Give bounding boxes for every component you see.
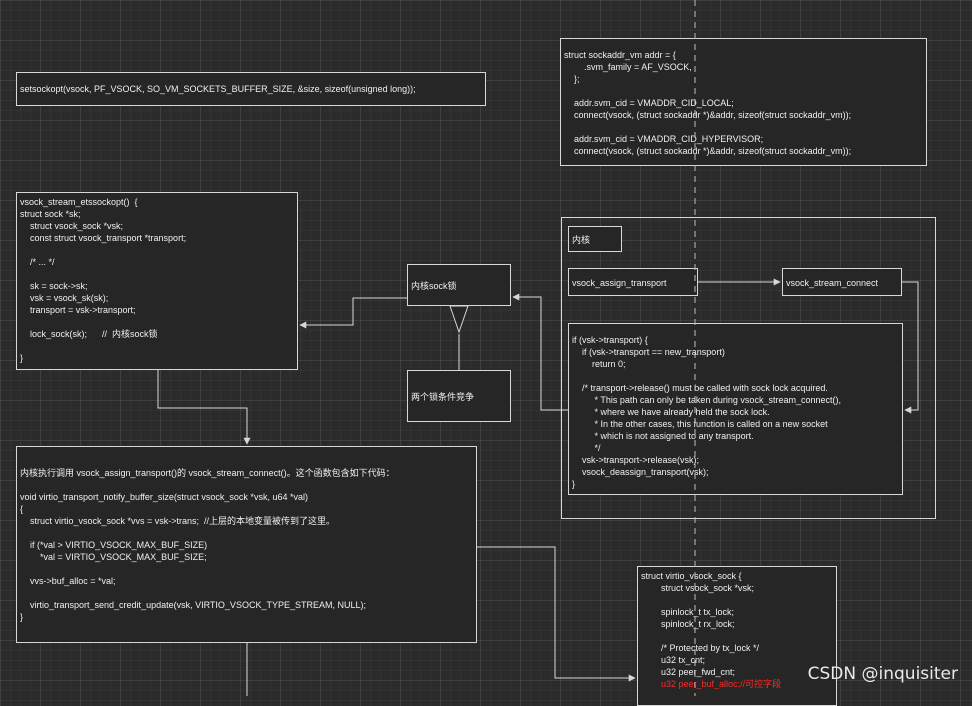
notify-line: } — [20, 612, 24, 622]
kernel-lock-line: 内核sock锁 — [411, 281, 457, 291]
transport-code-line: * which is not assigned to any transport… — [572, 431, 754, 441]
setsockopt-fn-line: } — [20, 353, 24, 363]
transport-code-line: } — [572, 479, 576, 489]
transport-code-line: * where we have already held the sock lo… — [572, 407, 770, 417]
virtio-struct-line: /* Protected by tx_lock */ — [641, 643, 760, 653]
setsockopt-line: setsockopt(vsock, PF_VSOCK, SO_VM_SOCKET… — [20, 84, 416, 94]
setsockopt-call-node[interactable]: setsockopt(vsock, PF_VSOCK, SO_VM_SOCKET… — [16, 72, 486, 106]
kernel-group-container — [561, 217, 936, 519]
notify-line: virtio_transport_send_credit_update(vsk,… — [20, 600, 366, 610]
transport-code-line: return 0; — [572, 359, 626, 369]
kernel-group-label: 内核 — [568, 226, 622, 252]
assign-line: vsock_assign_transport — [572, 278, 667, 288]
sockaddr-connect-node[interactable]: struct sockaddr_vm addr = { .svm_family … — [560, 38, 927, 166]
notify-line: void virtio_transport_notify_buffer_size… — [20, 492, 308, 502]
virtio-struct-line: struct vsock_sock *vsk; — [641, 583, 755, 593]
watermark-text: CSDN @inquisiter — [807, 664, 958, 684]
transport-release-code-node[interactable]: if (vsk->transport) { if (vsk->transport… — [568, 323, 903, 495]
setsockopt-fn-line: const struct vsock_transport *transport; — [20, 233, 187, 243]
kernel-sock-lock-node[interactable]: 内核sock锁 — [407, 264, 511, 306]
virtio-struct-line: u32 peer_buf_alloc;//可控字段 — [641, 679, 782, 689]
stream-setsockopt-node[interactable]: vsock_stream_etssockopt() { struct sock *… — [16, 192, 298, 370]
notify-line: { — [20, 504, 24, 514]
transport-code-line: */ — [572, 443, 601, 453]
setsockopt-fn-line: vsock_stream_etssockopt() { — [20, 197, 138, 207]
virtio-struct-line: u32 peer_fwd_cnt; — [641, 667, 736, 677]
transport-code-line: vsk->transport->release(vsk); — [572, 455, 700, 465]
setsockopt-fn-line: struct vsock_sock *vsk; — [20, 221, 124, 231]
connect-line: vsock_stream_connect — [786, 278, 879, 288]
callout-tail — [449, 305, 469, 334]
notify-line: *val = VIRTIO_VSOCK_MAX_BUF_SIZE; — [20, 552, 207, 562]
sockaddr-line: }; — [564, 74, 580, 84]
edge-notify-to-virtio — [477, 546, 636, 682]
kernel-label-line: 内核 — [572, 235, 591, 245]
vsock-stream-connect-node[interactable]: vsock_stream_connect — [782, 268, 902, 296]
setsockopt-fn-line: lock_sock(sk); // 内核sock锁 — [20, 329, 158, 339]
edge-connect-to-transport — [902, 281, 919, 414]
setsockopt-fn-line: /* ... */ — [20, 257, 55, 267]
sockaddr-line: connect(vsock, (struct sockaddr *)&addr,… — [564, 146, 852, 156]
edge-setsockopt-to-notify — [157, 370, 251, 445]
sockaddr-line: addr.svm_cid = VMADDR_CID_LOCAL; — [564, 98, 734, 108]
notify-line: 内核执行调用 vsock_assign_transport()的 vsock_s… — [20, 468, 395, 478]
lock-race-node[interactable]: 两个锁条件竞争 — [407, 370, 511, 422]
virtio-struct-line: u32 tx_cnt; — [641, 655, 706, 665]
notify-line: vvs->buf_alloc = *val; — [20, 576, 116, 586]
setsockopt-fn-line: struct sock *sk; — [20, 209, 81, 219]
setsockopt-fn-line: sk = sock->sk; — [20, 281, 88, 291]
sockaddr-line: addr.svm_cid = VMADDR_CID_HYPERVISOR; — [564, 134, 764, 144]
notify-line: if (*val > VIRTIO_VSOCK_MAX_BUF_SIZE) — [20, 540, 208, 550]
vsock-assign-transport-node[interactable]: vsock_assign_transport — [568, 268, 698, 296]
transport-code-line: /* transport->release() must be called w… — [572, 383, 828, 393]
virtio-struct-line: spinlock_t rx_lock; — [641, 619, 735, 629]
setsockopt-fn-line: vsk = vsock_sk(sk); — [20, 293, 109, 303]
transport-code-line: vsock_deassign_transport(vsk); — [572, 467, 709, 477]
virtio-struct-line: struct virtio_vsock_sock { — [641, 571, 742, 581]
virtio-vsock-sock-node[interactable]: struct virtio_vsock_sock { struct vsock_… — [637, 566, 837, 706]
sockaddr-line: .svm_family = AF_VSOCK, — [564, 62, 692, 72]
transport-code-line: * In the other cases, this function is c… — [572, 419, 828, 429]
sockaddr-line: struct sockaddr_vm addr = { — [564, 50, 676, 60]
transport-code-line: * This path can only be taken during vso… — [572, 395, 841, 405]
edge-transport-to-lock — [512, 293, 568, 411]
edge-lock-to-setsockopt — [299, 297, 407, 329]
setsockopt-fn-line: transport = vsk->transport; — [20, 305, 136, 315]
notify-line: struct virtio_vsock_sock *vvs = vsk->tra… — [20, 516, 336, 526]
virtio-struct-line: spinlock_t tx_lock; — [641, 607, 735, 617]
race-line: 两个锁条件竞争 — [411, 392, 475, 402]
notify-buffer-size-node[interactable]: 内核执行调用 vsock_assign_transport()的 vsock_s… — [16, 446, 477, 643]
transport-code-line: if (vsk->transport) { — [572, 335, 648, 345]
sockaddr-line: connect(vsock, (struct sockaddr *)&addr,… — [564, 110, 852, 120]
